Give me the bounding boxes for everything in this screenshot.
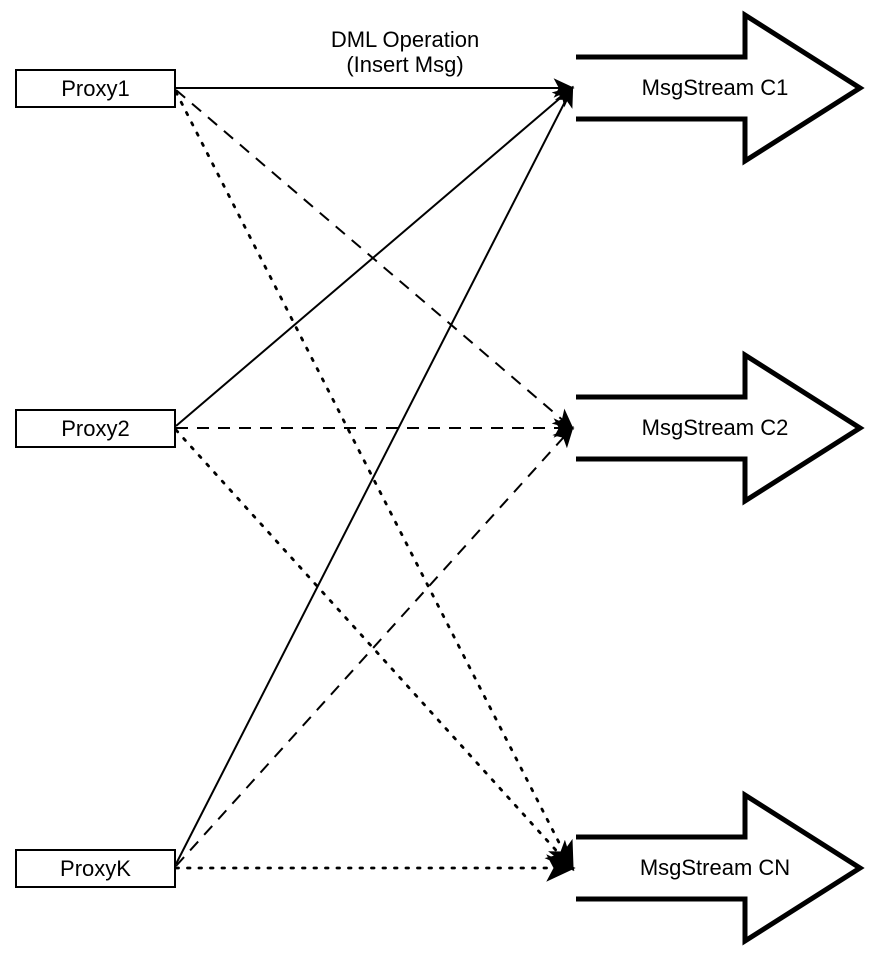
proxy-box-proxy1[interactable]: Proxy1 [15,69,176,108]
stream-label-c1: MsgStream C1 [641,75,789,100]
connection-proxyK-to-stream_c1 [175,85,574,865]
stream-label-c2: MsgStream C2 [641,415,789,440]
proxy-label: Proxy2 [61,415,130,441]
proxy-label: ProxyK [60,855,131,881]
connection-proxy2-to-stream_c1 [175,86,574,427]
proxy-box-proxy2[interactable]: Proxy2 [15,409,176,448]
caption-line-2: (Insert Msg) [346,52,464,78]
stream-arrow-stream_c1[interactable] [576,10,865,166]
connection-proxy1-to-stream_c2 [175,89,574,430]
connection-proxyK-to-stream_c2 [175,426,574,867]
connection-proxy1-to-stream_cn [174,90,574,872]
stream-arrow-stream_c2[interactable] [576,350,865,506]
stream-arrow-stream_cn[interactable] [576,790,865,946]
dml-operation-caption: DML Operation (Insert Msg) [245,27,565,78]
proxy-box-proxyk[interactable]: ProxyK [15,849,176,888]
proxy-label: Proxy1 [61,75,130,101]
stream-label-cn: MsgStream CN [639,855,791,880]
caption-line-1: DML Operation [330,27,480,52]
stream-shapes [576,10,865,946]
connection-lines [174,78,576,882]
